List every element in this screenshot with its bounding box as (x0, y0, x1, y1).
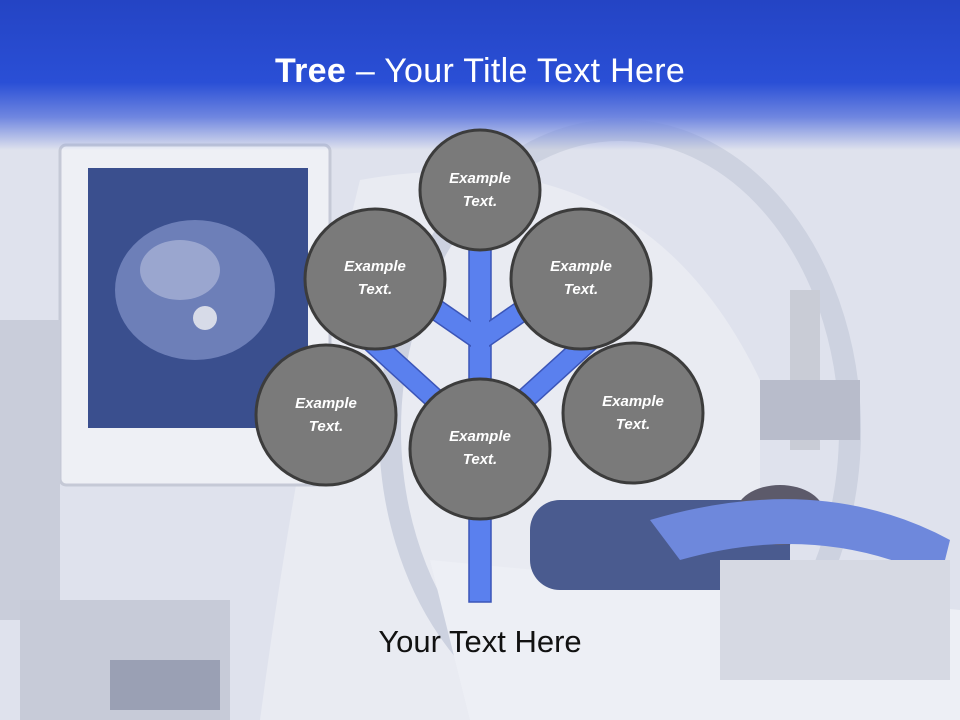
title-rest: – Your Title Text Here (346, 52, 686, 90)
node-upper-left (303, 207, 447, 351)
node-label-upper-right: Example Text. (516, 255, 646, 301)
node-label-line1: Example (449, 428, 511, 445)
node-lower-left (254, 343, 398, 487)
header-band (0, 0, 960, 150)
node-label-line1: Example (602, 393, 664, 410)
node-label-line2: Text. (357, 281, 393, 298)
node-label-top: Example Text. (415, 167, 545, 213)
node-label-line2: Text. (462, 193, 498, 210)
title-bold: Tree (274, 52, 347, 90)
node-label-lower-right: Example Text. (568, 390, 698, 436)
node-top (418, 128, 542, 252)
node-label-lower-left: Example Text. (261, 392, 391, 438)
node-label-line1: Example (449, 170, 511, 187)
node-label-line2: Text. (563, 281, 599, 298)
node-center (408, 377, 552, 521)
node-label-line2: Text. (615, 416, 651, 433)
footer-text: Your Text Here (378, 624, 582, 659)
node-label-line1: Example (295, 395, 357, 412)
node-label-line2: Text. (462, 451, 498, 468)
node-label-line1: Example (550, 258, 612, 275)
node-lower-right (561, 341, 705, 485)
node-label-line2: Text. (308, 418, 344, 435)
node-label-line1: Example (344, 258, 406, 275)
node-label-center: Example Text. (415, 425, 545, 471)
node-upper-right (509, 207, 653, 351)
slide-title: Tree – Your Title Text Here (0, 52, 960, 91)
node-label-upper-left: Example Text. (310, 255, 440, 301)
